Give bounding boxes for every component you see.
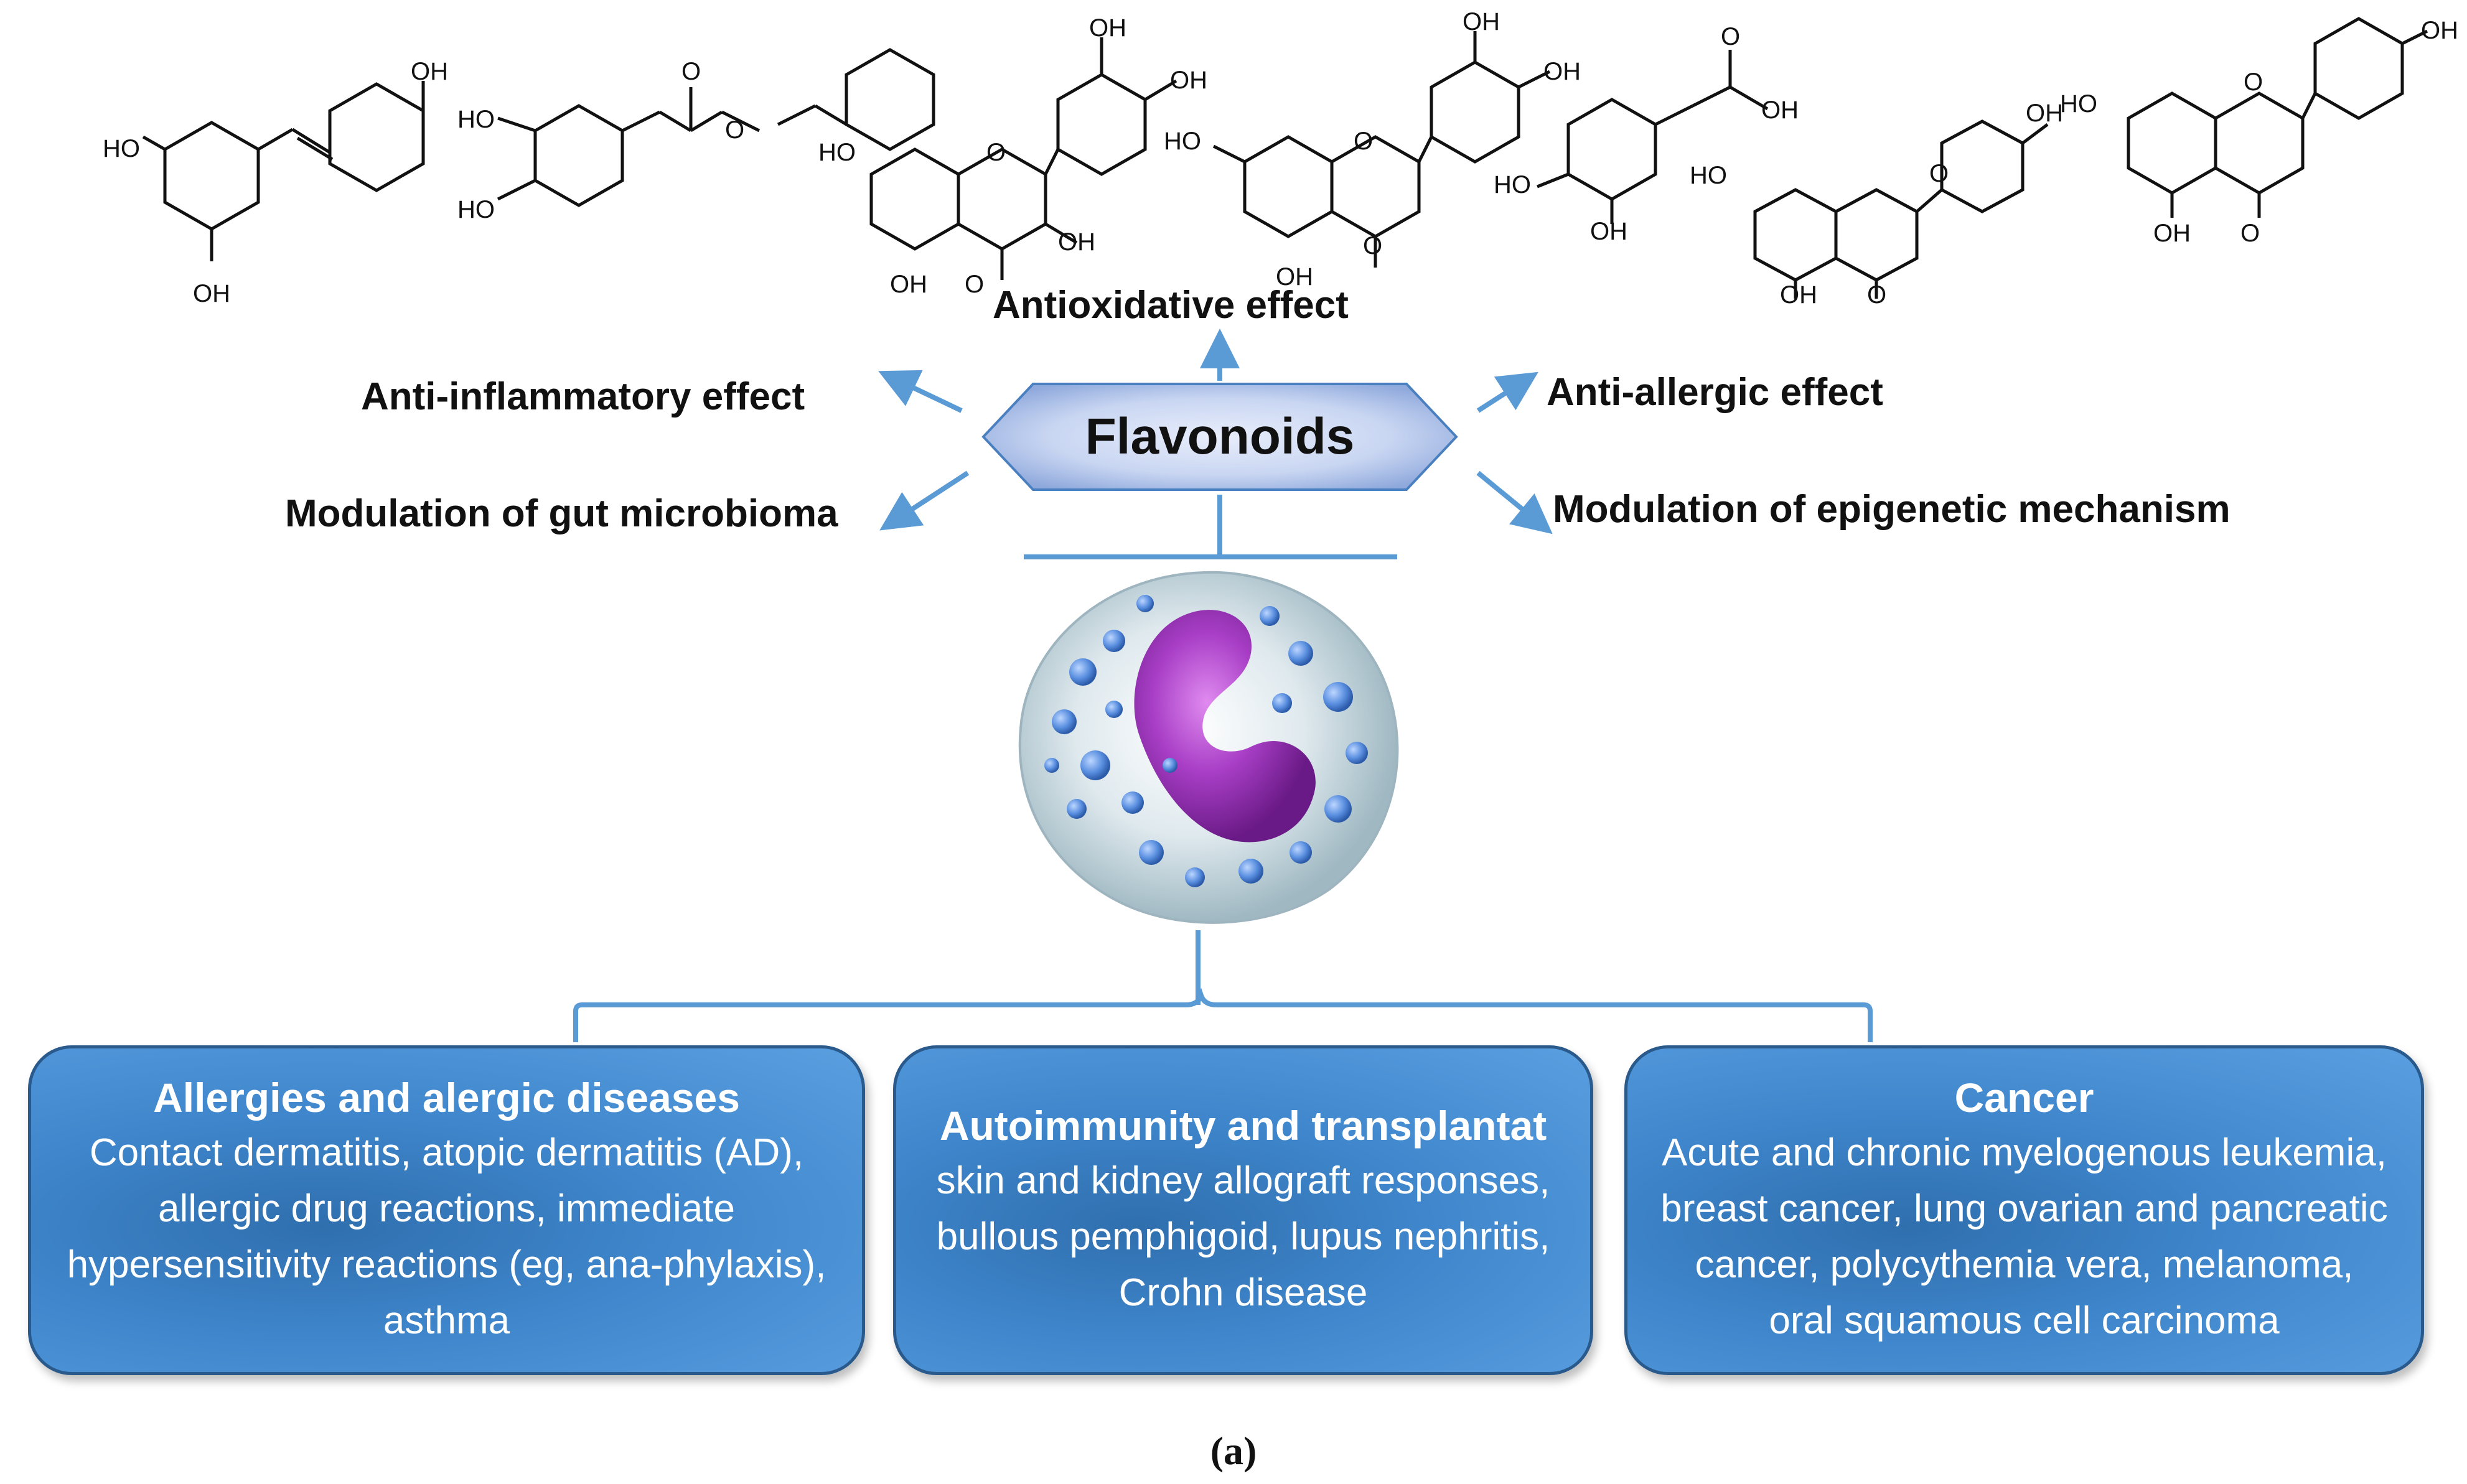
hexagon-shape bbox=[981, 383, 1458, 491]
anti-allergic-effect-label: Anti-allergic effect bbox=[1547, 371, 1883, 414]
flavonoids-label: Flavonoids bbox=[1085, 408, 1355, 465]
chem-label: O bbox=[2244, 68, 2263, 96]
chem-label: HO bbox=[1164, 128, 1201, 155]
gut-microbioma-label: Modulation of gut microbioma bbox=[285, 492, 838, 535]
chem-label: HO bbox=[103, 135, 140, 162]
chem-label: OH bbox=[2421, 17, 2458, 44]
chem-label: OH bbox=[1463, 8, 1500, 35]
chem-label: OH bbox=[1170, 67, 1207, 94]
allergies-line: hypersensitivity reactions (eg, ana-phyl… bbox=[67, 1243, 826, 1286]
anti-inflammatory-effect-label: Anti-inflammatory effect bbox=[361, 375, 805, 418]
chem-label: O bbox=[1929, 160, 1949, 187]
chem-label: HO bbox=[1690, 162, 1727, 189]
chem-label: OH bbox=[1761, 96, 1799, 124]
allergies-line: allergic drug reactions, immediate bbox=[158, 1187, 735, 1230]
chem-label: OH bbox=[1780, 281, 1817, 309]
chem-label: OH bbox=[193, 280, 230, 307]
chem-label: O bbox=[1354, 128, 1373, 155]
figure-caption: (a) bbox=[1210, 1429, 1257, 1473]
cancer-line: Acute and chronic myelogenous leukemia, bbox=[1662, 1131, 2387, 1175]
autoimmunity-line: skin and kidney allograft responses, bbox=[936, 1159, 1550, 1203]
cancer-line: cancer, polycythemia vera, melanoma, bbox=[1695, 1243, 2354, 1286]
cancer-title: Cancer bbox=[1954, 1075, 2094, 1121]
chem-label: O bbox=[965, 271, 984, 298]
allergies-title: Allergies and alergic diseases bbox=[153, 1075, 740, 1121]
autoimmunity-line: Crohn disease bbox=[1118, 1271, 1368, 1314]
flavonoids-node: Flavonoids bbox=[952, 381, 1487, 493]
allergies-box: Allergies and alergic diseases Contact d… bbox=[28, 1045, 865, 1375]
chem-label: OH bbox=[1089, 14, 1126, 42]
allergies-line: asthma bbox=[383, 1299, 510, 1342]
epigenetic-mechanism-label: Modulation of epigenetic mechanism bbox=[1553, 488, 2231, 531]
chem-label: OH bbox=[1058, 228, 1095, 256]
chem-label: O bbox=[681, 58, 701, 85]
chem-label: O bbox=[2240, 220, 2260, 247]
autoimmunity-box: Autoimmunity and transplantat skin and k… bbox=[893, 1045, 1593, 1375]
chem-label: O bbox=[1867, 281, 1886, 309]
chem-label: OH bbox=[1590, 218, 1627, 245]
chem-label: O bbox=[1721, 23, 1740, 50]
chemical-structures: OH HO OH HO HO O O HO OH OH O OH OH O OH… bbox=[103, 8, 2458, 309]
chem-label: HO bbox=[457, 196, 495, 223]
cancer-line: oral squamous cell carcinoma bbox=[1769, 1299, 2280, 1342]
chem-label: OH bbox=[890, 271, 927, 298]
chem-label: HO bbox=[818, 139, 856, 166]
autoimmunity-line: bullous pemphigoid, lupus nephritis, bbox=[936, 1215, 1550, 1258]
chem-label: O bbox=[986, 139, 1006, 166]
antioxidative-effect-label: Antioxidative effect bbox=[993, 284, 1349, 327]
chem-label: OH bbox=[2026, 100, 2063, 127]
chem-label: HO bbox=[2060, 90, 2097, 118]
chem-label: OH bbox=[2153, 220, 2191, 247]
chem-label: HO bbox=[1494, 171, 1531, 198]
chem-label: O bbox=[1363, 232, 1382, 259]
cancer-box: Cancer Acute and chronic myelogenous leu… bbox=[1624, 1045, 2424, 1375]
cancer-line: breast cancer, lung ovarian and pancreat… bbox=[1660, 1187, 2388, 1230]
allergies-line: Contact dermatitis, atopic dermatitis (A… bbox=[89, 1131, 804, 1175]
chem-label: OH bbox=[1543, 58, 1581, 85]
chem-label: O bbox=[725, 116, 744, 144]
autoimmunity-title: Autoimmunity and transplantat bbox=[939, 1103, 1547, 1149]
granulocyte-cell-image bbox=[1018, 571, 1399, 924]
chem-label: OH bbox=[411, 58, 448, 85]
chem-label: OH bbox=[1276, 263, 1313, 291]
chem-label: HO bbox=[457, 106, 495, 133]
